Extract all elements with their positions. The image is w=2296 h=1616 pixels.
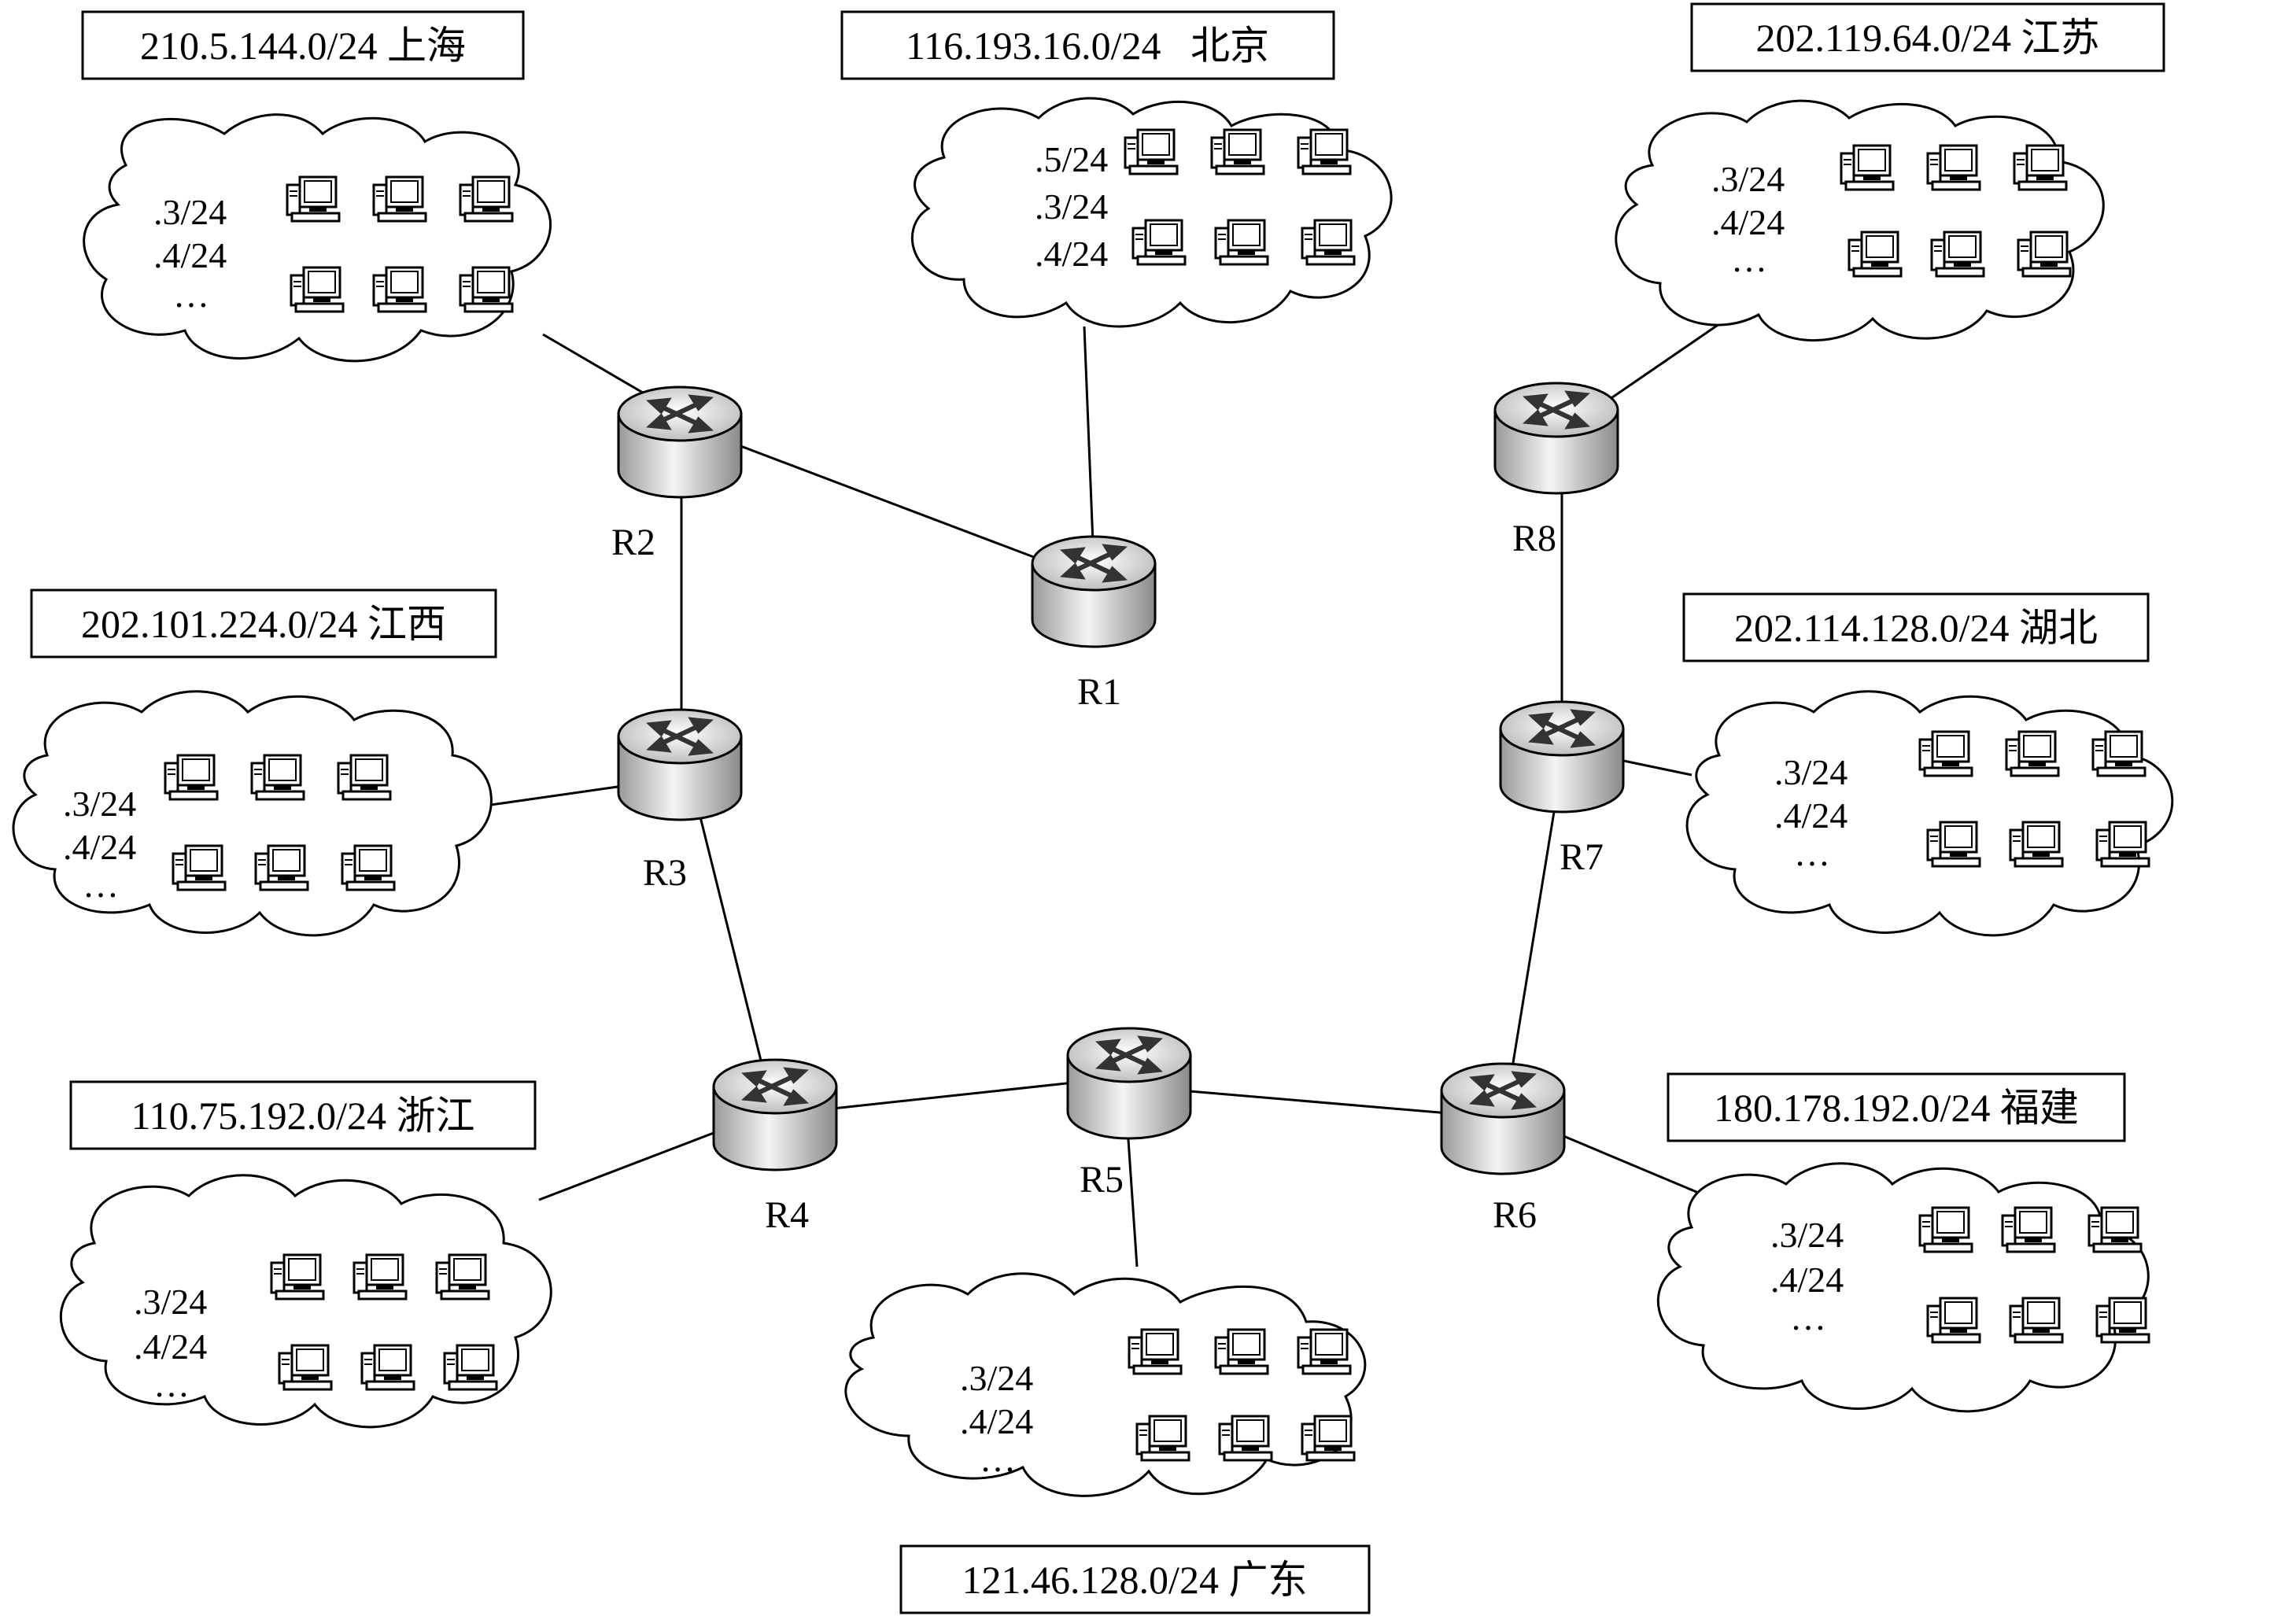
link-zhejiang-r4 [538, 1127, 725, 1201]
router-label: R5 [1080, 1159, 1124, 1201]
host-label-2: .4/24 [1711, 202, 1785, 242]
host-label-2: .4/24 [134, 1326, 207, 1367]
router-r7: R7 [1501, 702, 1623, 878]
router-label: R6 [1493, 1194, 1537, 1236]
subnet-label: 202.101.224.0/24 江西 [81, 602, 446, 646]
router-label: R4 [765, 1194, 809, 1236]
router-icon [1068, 1028, 1190, 1138]
cloud-guangdong [844, 1272, 1367, 1497]
router-r8: R8 [1495, 383, 1618, 559]
subnet-label: 202.119.64.0/24 江苏 [1755, 16, 2099, 60]
host-label-1: .3/24 [1711, 159, 1785, 199]
subnet-label: 121.46.128.0/24 广东 [962, 1558, 1308, 1602]
network-shanghai: .3/24 .4/24 … 210.5.144.0/24 上海 [81, 10, 552, 363]
cloud-zhejiang [59, 1174, 552, 1429]
host-label-3: … [1790, 1297, 1826, 1337]
subnet-label-box [69, 1080, 537, 1150]
host-label-2: .4/24 [1770, 1260, 1844, 1300]
host-label-2: .4/24 [1774, 795, 1848, 836]
network-zhejiang: .3/24 .4/24 … 110.75.192.0/24 浙江 [59, 1080, 552, 1429]
subnet-label-box [1667, 1072, 2126, 1142]
host-label-3: … [173, 275, 209, 315]
host-label-3: … [83, 865, 119, 905]
host-label-1: .5/24 [1035, 139, 1108, 179]
cloud-hubei [1685, 690, 2174, 937]
host-label-2: .4/24 [153, 235, 227, 275]
host-label-1: .3/24 [1770, 1215, 1844, 1255]
router-r2: R2 [611, 387, 741, 563]
host-label-1: .3/24 [1774, 752, 1848, 792]
router-r5: R5 [1068, 1028, 1190, 1201]
cloud-jiangsu [1615, 99, 2105, 341]
host-label-3: … [153, 1364, 190, 1404]
router-label: R8 [1512, 518, 1556, 559]
host-label-1: .3/24 [63, 784, 136, 824]
subnet-label: 180.178.192.0/24 福建 [1714, 1086, 2079, 1130]
router-icon [1501, 702, 1623, 812]
link-beijing-r1 [1083, 326, 1095, 563]
host-label-3: .4/24 [1035, 234, 1108, 274]
host-label-3: … [1731, 239, 1767, 279]
router-label: R2 [611, 522, 655, 563]
host-label-3: … [1794, 833, 1830, 873]
network-beijing: .5/24 .3/24 .4/24 116.193.16.0/24 北京 [840, 10, 1393, 328]
subnet-label: 202.114.128.0/24 湖北 [1734, 606, 2098, 650]
subnet-label-box [81, 10, 525, 80]
router-label: R1 [1077, 671, 1121, 713]
router-label: R7 [1560, 836, 1604, 878]
host-label-1: .3/24 [134, 1282, 207, 1322]
router-r3: R3 [618, 710, 741, 894]
router-icon [1441, 1064, 1564, 1174]
subnet-label: 110.75.192.0/24 浙江 [131, 1094, 474, 1138]
router-r6: R6 [1441, 1064, 1564, 1236]
subnet-label-box [1690, 2, 2165, 72]
host-label-2: .4/24 [960, 1401, 1033, 1441]
network-guangdong: .3/24 .4/24 … 121.46.128.0/24 广东 [844, 1272, 1371, 1614]
router-icon [618, 710, 741, 820]
subnet-label-box [30, 588, 497, 659]
router-icon [618, 387, 741, 497]
host-label-1: .3/24 [153, 192, 227, 232]
subnet-label-box [1682, 592, 2150, 662]
cloud-beijing [910, 97, 1393, 328]
cloud-fujian [1656, 1162, 2150, 1413]
host-label-2: .3/24 [1035, 186, 1108, 227]
router-icon [1032, 537, 1155, 647]
router-r1: R1 [1032, 537, 1155, 713]
subnet-label-box [899, 1544, 1371, 1614]
router-label: R3 [643, 852, 687, 894]
router-icon [1495, 383, 1618, 493]
link-r2-r1 [684, 423, 1091, 580]
network-jiangsu: .3/24 .4/24 … 202.119.64.0/24 江苏 [1615, 2, 2165, 341]
router-icon [714, 1060, 836, 1170]
host-label-3: … [980, 1439, 1016, 1479]
subnet-label: 210.5.144.0/24 上海 [140, 24, 466, 68]
host-label-1: .3/24 [960, 1358, 1033, 1398]
host-label-2: .4/24 [63, 827, 136, 867]
subnet-label-box [840, 10, 1335, 80]
router-r4: R4 [714, 1060, 836, 1236]
network-jiangxi: .3/24 .4/24 … 202.101.224.0/24 江西 [12, 588, 497, 937]
network-hubei: .3/24 .4/24 … 202.114.128.0/24 湖北 [1682, 592, 2174, 937]
subnet-label: 116.193.16.0/24 北京 [906, 24, 1269, 68]
network-fujian: .3/24 .4/24 … 180.178.192.0/24 福建 [1656, 1072, 2150, 1413]
